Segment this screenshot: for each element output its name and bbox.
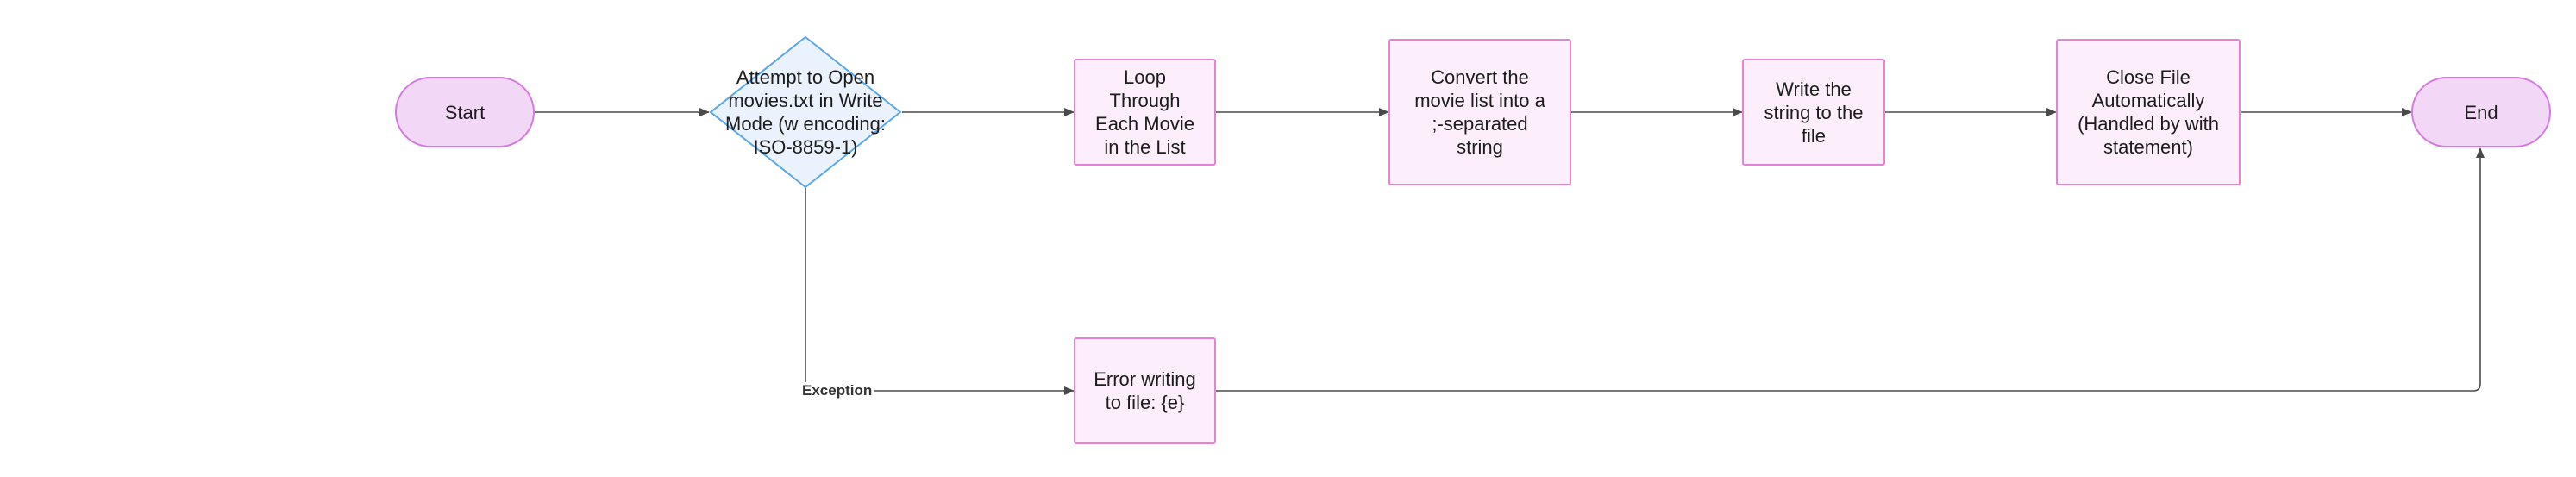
start-node[interactable]: Start [395, 77, 535, 147]
decision-diamond-shape [709, 36, 902, 188]
exception-edge-label: Exception [800, 382, 874, 399]
error-writing-label: Error writing to file: {e} [1094, 368, 1196, 413]
start-label: Start [444, 101, 486, 123]
open-file-decision[interactable]: Attempt to Open movies.txt in Write Mode… [709, 36, 902, 188]
edge-error-to-end [1216, 147, 2485, 392]
close-file-node[interactable]: Close File Automatically (Handled by wit… [2056, 39, 2241, 185]
write-string-node[interactable]: Write the string to the file [1742, 59, 1885, 166]
loop-movies-label: Loop Through Each Movie in the List [1095, 66, 1194, 158]
write-string-label: Write the string to the file [1764, 78, 1864, 147]
error-writing-node[interactable]: Error writing to file: {e} [1074, 337, 1216, 444]
loop-movies-node[interactable]: Loop Through Each Movie in the List [1074, 59, 1216, 166]
convert-list-label: Convert the movie list into a ;-separate… [1414, 66, 1545, 158]
open-file-label: Attempt to Open movies.txt in Write Mode… [725, 66, 886, 158]
close-file-label: Close File Automatically (Handled by wit… [2078, 66, 2219, 158]
edge-open-to-error [805, 188, 1075, 395]
convert-list-node[interactable]: Convert the movie list into a ;-separate… [1388, 39, 1571, 185]
end-node[interactable]: End [2411, 77, 2551, 147]
end-label: End [2464, 101, 2498, 123]
